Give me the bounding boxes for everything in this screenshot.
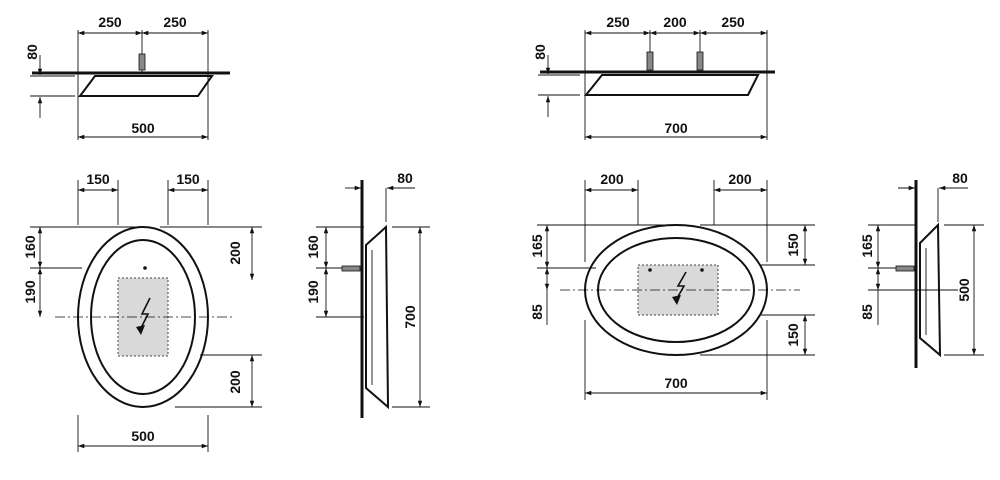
dim-right-front-edge-top: 150 — [785, 233, 801, 257]
left-top-view: 250 250 80 500 — [24, 14, 230, 140]
dim-right-side-height: 500 — [956, 278, 972, 302]
dim-left-front-width: 500 — [131, 428, 155, 444]
dim-left-top-spacing-left: 250 — [98, 14, 122, 30]
dim-right-top-spacing-left: 250 — [606, 14, 630, 30]
dim-left-front-upper: 160 — [22, 235, 38, 259]
left-front-view: 150 150 160 190 200 200 500 — [22, 171, 262, 452]
screw-icon — [341, 265, 361, 272]
dim-right-side-depth: 80 — [952, 170, 968, 186]
dim-right-front-lower: 85 — [529, 304, 545, 320]
dim-right-top-width: 700 — [664, 120, 688, 136]
right-side-view: 80 165 85 500 — [859, 170, 984, 368]
dim-right-top-depth: 80 — [532, 44, 548, 60]
left-side-view: 80 160 190 700 — [305, 170, 430, 418]
dim-left-front-edge-bottom: 200 — [227, 370, 243, 394]
lightning-bolt-icon — [136, 297, 151, 335]
dim-right-top-spacing-right: 250 — [721, 14, 745, 30]
dim-left-side-depth: 80 — [397, 170, 413, 186]
dim-left-side-upper: 160 — [305, 235, 321, 259]
dim-left-front-lower: 190 — [22, 280, 38, 304]
screw-icon — [696, 51, 704, 71]
dim-right-front-side-right: 200 — [728, 171, 752, 187]
right-top-view: 250 200 250 80 700 — [532, 14, 775, 140]
dim-right-side-lower: 85 — [859, 304, 875, 320]
right-front-view: 200 200 165 85 150 150 700 — [529, 171, 815, 400]
dim-left-front-side-left: 150 — [86, 171, 110, 187]
screw-icon — [646, 51, 654, 71]
lightning-bolt-icon — [672, 271, 687, 305]
dim-right-top-spacing-mid: 200 — [663, 14, 687, 30]
dim-left-front-side-right: 150 — [176, 171, 200, 187]
dim-left-top-width: 500 — [131, 120, 155, 136]
dim-left-top-depth: 80 — [24, 44, 40, 60]
screw-icon — [138, 53, 146, 71]
dim-right-front-side-left: 200 — [600, 171, 624, 187]
dim-left-side-lower: 190 — [305, 280, 321, 304]
dim-right-front-width: 700 — [664, 375, 688, 391]
dim-right-front-upper: 165 — [529, 234, 545, 258]
screw-icon — [895, 265, 915, 272]
dim-right-front-edge-bottom: 150 — [785, 323, 801, 347]
dim-left-front-edge-top: 200 — [227, 241, 243, 265]
dim-left-top-spacing-right: 250 — [163, 14, 187, 30]
dim-right-side-upper: 165 — [859, 234, 875, 258]
left-mirror-panel — [117, 277, 169, 357]
dim-left-side-height: 700 — [402, 305, 418, 329]
